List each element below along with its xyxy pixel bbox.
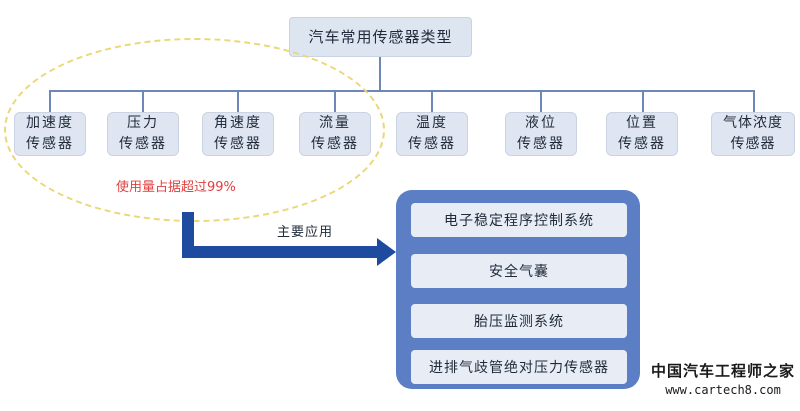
drop-line-5 (431, 90, 433, 112)
sensor-box-angular-rate: 角速度传感器 (202, 112, 274, 156)
application-esp: 电子稳定程序控制系统 (411, 203, 627, 237)
sensor-label: 液位传感器 (517, 115, 565, 152)
branch-line (49, 90, 754, 92)
sensor-label: 加速度传感器 (26, 115, 74, 152)
sensor-label: 位置传感器 (618, 115, 666, 152)
sensor-box-gas-concentration: 气体浓度传感器 (711, 112, 795, 156)
sensor-box-level: 液位传感器 (505, 112, 577, 156)
application-tpms: 胎压监测系统 (411, 304, 627, 338)
sensor-label: 流量传感器 (311, 115, 359, 152)
application-airbag: 安全气囊 (411, 254, 627, 288)
sensor-box-acceleration: 加速度传感器 (14, 112, 86, 156)
usage-note: 使用量占据超过99% (116, 180, 236, 195)
sensor-label: 角速度传感器 (214, 115, 262, 152)
drop-line-7 (642, 90, 644, 112)
watermark-name: 中国汽车工程师之家 (650, 362, 795, 380)
watermark-url: www.cartech8.com (665, 383, 781, 397)
sensor-box-pressure: 压力传感器 (107, 112, 179, 156)
sensor-label: 气体浓度传感器 (723, 115, 783, 152)
arrow-label: 主要应用 (277, 225, 334, 240)
highlight-ellipse (4, 38, 385, 222)
diagram-title: 汽车常用传感器类型 (289, 17, 472, 57)
watermark: 中国汽车工程师之家 www.cartech8.com (648, 360, 798, 397)
sensor-label: 压力传感器 (119, 115, 167, 152)
drop-line-6 (540, 90, 542, 112)
drop-line-8 (753, 90, 755, 112)
sensor-box-position: 位置传感器 (606, 112, 678, 156)
sensor-box-temperature: 温度传感器 (396, 112, 468, 156)
application-map-sensor: 进排气歧管绝对压力传感器 (411, 350, 627, 384)
trunk-line (379, 57, 381, 91)
sensor-label: 温度传感器 (408, 115, 456, 152)
sensor-box-flow: 流量传感器 (299, 112, 371, 156)
